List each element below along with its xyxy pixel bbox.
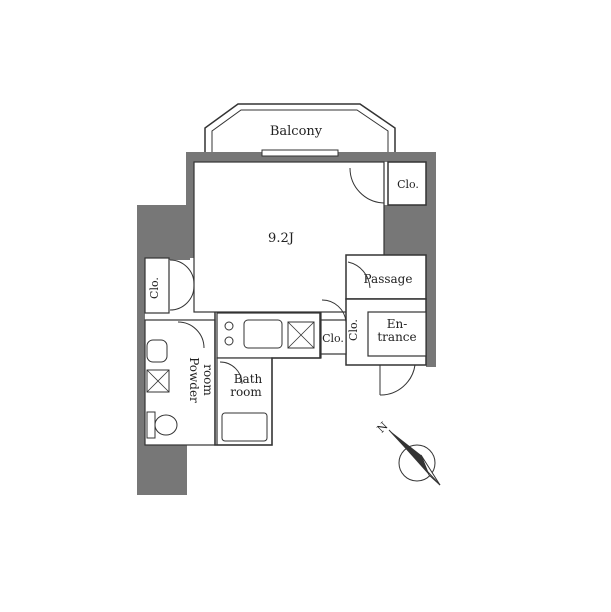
balcony-window — [261, 149, 339, 157]
door-swing-closet-left-2 — [169, 285, 195, 311]
room-closet-top — [387, 161, 427, 206]
compass: N — [375, 419, 441, 486]
room-label-powder-1: Powder — [187, 357, 201, 403]
room-label-balcony: Balcony — [270, 124, 323, 139]
room-passage — [345, 254, 427, 300]
room-label-bath-2: room — [230, 385, 262, 399]
kitchen-sink — [243, 319, 283, 349]
wall-left-upper — [137, 205, 189, 255]
toilet-bowl — [154, 414, 178, 436]
door-swing-bath — [219, 361, 243, 385]
door-swing-closet-left-1 — [169, 259, 195, 285]
wall-left-lower — [137, 445, 187, 495]
room-bath — [216, 357, 273, 446]
exterior-walls — [137, 152, 436, 495]
room-closet-left — [144, 257, 170, 314]
door-swing-powder — [177, 321, 205, 349]
stove-burner-1 — [224, 321, 234, 331]
room-label-entrance-1: En- — [387, 317, 408, 331]
door-swing-entrance — [379, 364, 416, 396]
wall-right — [426, 152, 436, 367]
room-label-entrance-2: trance — [377, 330, 416, 344]
room-label-closet-entrance: Clo. — [347, 319, 360, 341]
compass-label: N — [375, 419, 391, 435]
room-label-powder-2: room — [201, 364, 215, 396]
washing-machine — [146, 369, 170, 393]
room-closet-small — [319, 319, 347, 355]
room-label-closet-left: Clo. — [148, 277, 161, 299]
door-swing-closet-small — [321, 299, 347, 323]
door-swing-passage — [347, 261, 371, 289]
stove-burner-2 — [224, 336, 234, 346]
room-label-closet-top: Clo. — [397, 178, 419, 191]
wall-left-cap — [142, 254, 190, 260]
interior-boundary — [214, 312, 321, 446]
room-label-closet-small: Clo. — [322, 332, 344, 345]
compass-ring — [398, 444, 436, 482]
room-entrance — [367, 311, 427, 357]
balcony-outline — [204, 103, 396, 152]
wall-left — [137, 205, 145, 495]
refrigerator — [287, 321, 315, 349]
door-swing-main — [349, 167, 385, 204]
bathtub — [221, 412, 268, 442]
wall-right-block — [384, 205, 428, 255]
wall-left-top — [186, 152, 194, 258]
wall-top — [186, 152, 436, 162]
washbasin — [146, 339, 168, 363]
room-label-passage: Passage — [364, 272, 413, 286]
room-label-bath-1: Bath — [234, 372, 263, 386]
balcony-inner — [211, 109, 389, 152]
room-label-main: 9.2J — [268, 231, 294, 246]
